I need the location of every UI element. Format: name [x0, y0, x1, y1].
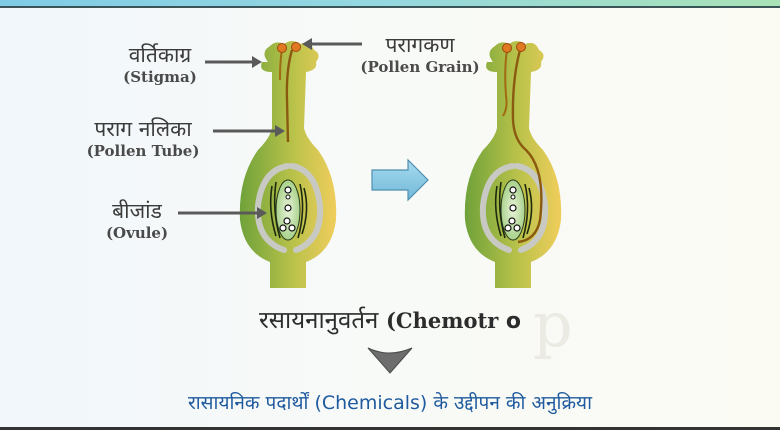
- label-pollen-tube-hindi: पराग नलिका: [94, 117, 192, 141]
- pointer-arrow-ovule: [178, 207, 267, 219]
- title-english: (Chemotr: [385, 308, 499, 333]
- label-ovule-hindi: बीजांड: [112, 199, 162, 223]
- watermark-letter: p: [533, 288, 573, 361]
- bottom-divider: [0, 427, 780, 430]
- pointer-arrow-pollen-tube: [213, 125, 285, 137]
- top-divider: [0, 6, 780, 8]
- pistil-after: [464, 41, 562, 288]
- label-pollen-grain-hindi: परागकण: [385, 33, 455, 57]
- page-title: रसायनानुवर्तन (Chemotr o: [0, 306, 780, 334]
- label-pollen-grain-english: (Pollen Grain): [360, 58, 480, 76]
- label-stigma-english: (Stigma): [123, 68, 197, 86]
- process-arrow-icon: [371, 158, 429, 202]
- subtitle-definition: रासायनिक पदार्थों (Chemicals) के उद्दीपन…: [187, 392, 592, 414]
- pointer-arrow-stigma: [205, 56, 262, 68]
- label-ovule-english: (Ovule): [105, 224, 169, 242]
- title-trailing: o: [505, 309, 522, 334]
- pollen-grain: [277, 43, 287, 53]
- down-triangle-icon: [367, 347, 413, 374]
- ovary-wall: [254, 163, 291, 253]
- label-pollen-tube: पराग नलिका (Pollen Tube): [68, 117, 218, 161]
- pollen-tube: [285, 49, 294, 143]
- title-hindi: रसायनानुवर्तन: [258, 306, 379, 334]
- label-stigma-hindi: वर्तिकाग्र: [128, 43, 192, 67]
- label-stigma: वर्तिकाग्र (Stigma): [112, 43, 208, 87]
- label-pollen-grain: परागकण (Pollen Grain): [350, 33, 490, 77]
- top-banner-bar: [0, 0, 780, 6]
- label-ovule: बीजांड (Ovule): [92, 199, 182, 243]
- pointer-arrow-pollen-grain: [302, 38, 362, 50]
- label-pollen-tube-english: (Pollen Tube): [86, 142, 200, 160]
- pistil-before: [239, 41, 337, 288]
